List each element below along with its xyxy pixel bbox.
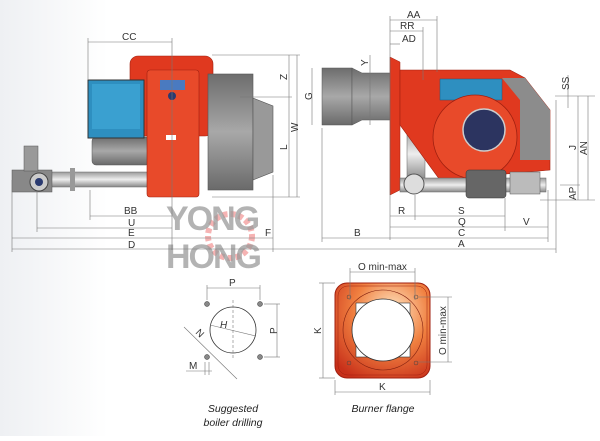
front-view: AA RR AD Y G SS J AN AP R S Q V B C A [304,10,595,253]
dim-aa: AA [407,10,421,21]
watermark-line2: HONG [166,238,261,276]
motor [91,136,151,166]
gear-icon [205,211,255,261]
front-cover [146,69,200,198]
dim-o-side: O min-max [438,306,449,355]
dim-a: A [458,239,465,250]
dim-rr: RR [400,21,414,32]
fan-window [462,108,506,152]
dim-l: L [279,144,290,150]
dim-k-side: K [313,327,324,334]
fan-housing-gray [502,78,550,160]
blast-tube [351,67,393,126]
dim-r: R [398,206,405,217]
dim-k-bottom: K [379,382,386,393]
control-panel-face [92,84,140,129]
dim-u: U [128,218,135,229]
pipe-flange [70,168,75,191]
boiler-drilling: P P N H M Suggested boiler drilling [183,278,280,429]
dim-j: J [568,145,579,150]
display-window [160,80,185,90]
gas-valve-train [465,169,507,199]
dim-e: E [128,228,135,239]
bolt-holes [204,301,263,360]
dim-bb: BB [124,206,138,217]
dim-q: Q [458,217,466,228]
watermark-line1: YONG [166,200,259,238]
pipe-elbow-flange [403,173,425,195]
drilling-caption-line2: boiler drilling [204,417,263,429]
dim-c: C [458,228,465,239]
pressure-switch [509,171,541,195]
dim-s: S [458,206,465,217]
side-view: CC Z L W BB U E F D [11,32,556,252]
dim-ap: AP [568,186,579,200]
flange-caption: Burner flange [351,403,414,415]
dim-p-side: P [269,327,280,334]
dim-m: M [189,361,197,372]
dim-f: F [265,228,271,239]
dim-ad: AD [402,34,416,45]
dim-d: D [128,240,135,251]
burner-nozzle [252,97,274,181]
logo-plate [166,135,176,140]
dim-v: V [523,217,530,228]
dim-p-top: P [229,278,236,289]
dim-an: AN [579,141,590,155]
burner-head [207,73,254,191]
blast-tube-front [321,67,353,126]
mounting-flange [389,56,401,196]
flange-ring [342,289,424,371]
dim-ss: SS [561,76,572,90]
dim-cc: CC [122,32,136,43]
dim-n: N [193,327,206,340]
watermark: YONG HONG [166,200,263,276]
dim-w: W [290,122,301,132]
burner-flange: O min-max O min-max K K Burner flange [313,262,452,415]
dim-z: Z [279,74,290,80]
drilling-caption-line1: Suggested [208,403,259,415]
dim-g: G [304,92,315,100]
dim-y: Y [360,59,371,66]
dim-o-top: O min-max [358,262,407,273]
dim-b: B [354,228,361,239]
gas-valve [11,145,53,193]
flange-opening [351,298,415,362]
dim-h: H [220,320,228,331]
